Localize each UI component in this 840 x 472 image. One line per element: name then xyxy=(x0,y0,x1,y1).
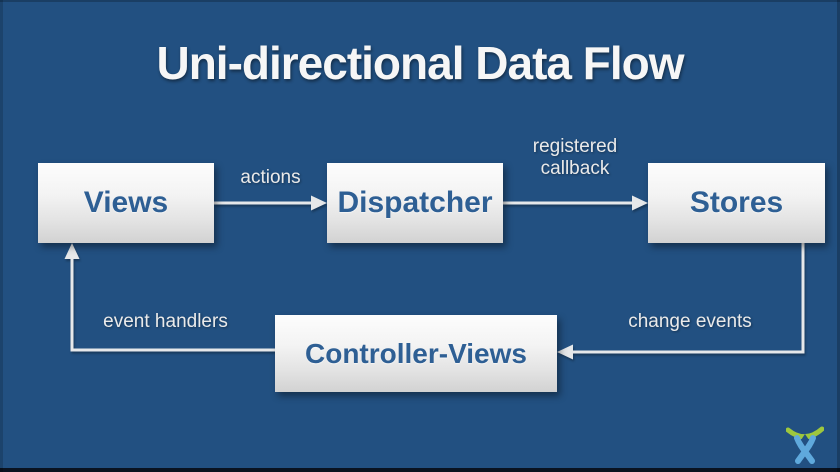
edge-label-event-handlers: event handlers xyxy=(103,311,228,332)
arrow-views-to-dispatcher xyxy=(214,195,327,211)
arrow-controller-views-to-views xyxy=(64,243,275,352)
page-title: Uni-directional Data Flow xyxy=(156,37,684,89)
node-stores: Stores xyxy=(648,163,825,243)
arrow-stores-to-controller-views xyxy=(557,243,805,360)
node-dispatcher: Dispatcher xyxy=(327,163,503,243)
node-views: Views xyxy=(38,163,214,243)
edge-label-actions: actions xyxy=(240,167,301,188)
atlassian-logo xyxy=(786,426,824,464)
node-controller-views: Controller-Views xyxy=(275,315,557,392)
arrow-dispatcher-to-stores xyxy=(503,195,648,211)
edge-label-registered-callback: registered callback xyxy=(532,136,618,180)
edge-label-change-events: change events xyxy=(628,311,752,332)
